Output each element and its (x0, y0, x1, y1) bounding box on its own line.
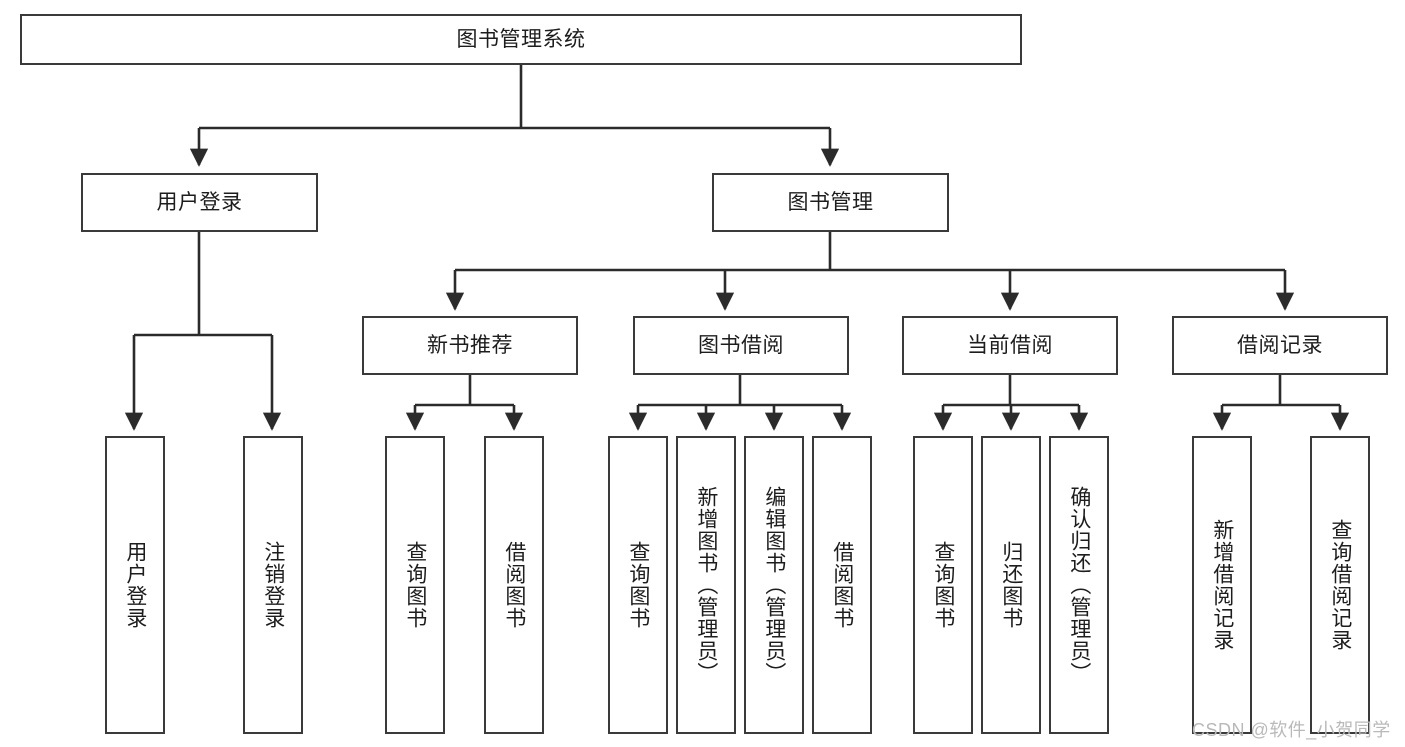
leaf-label: 确认归还（管理员） (1067, 486, 1091, 684)
leaf-label: 编辑图书（管理员） (762, 486, 786, 684)
leaf-borrow-edit-book-admin[interactable]: 编辑图书（管理员） (744, 436, 804, 734)
leaf-current-confirm-return-admin[interactable]: 确认归还（管理员） (1049, 436, 1109, 734)
leaf-current-return-book[interactable]: 归还图书 (981, 436, 1041, 734)
csdn-watermark: CSDN @软件_小贺同学 (1192, 720, 1391, 740)
node-root-system[interactable]: 图书管理系统 (20, 14, 1022, 65)
leaf-borrow-borrow-book[interactable]: 借阅图书 (812, 436, 872, 734)
node-book-borrow-label: 图书借阅 (698, 333, 784, 357)
leaf-label: 归还图书 (999, 541, 1023, 629)
leaf-borrow-add-book-admin[interactable]: 新增图书（管理员） (676, 436, 736, 734)
node-borrow-record[interactable]: 借阅记录 (1172, 316, 1388, 375)
leaf-borrow-query-book[interactable]: 查询图书 (608, 436, 668, 734)
node-new-book-recommend-label: 新书推荐 (427, 333, 513, 357)
leaf-label: 查询图书 (403, 541, 427, 629)
node-current-borrow-label: 当前借阅 (967, 333, 1053, 357)
leaf-user-login-logout[interactable]: 注销登录 (243, 436, 303, 734)
node-book-management-label: 图书管理 (787, 190, 874, 214)
node-current-borrow[interactable]: 当前借阅 (902, 316, 1118, 375)
leaf-new-book-borrow[interactable]: 借阅图书 (484, 436, 544, 734)
node-borrow-record-label: 借阅记录 (1237, 333, 1323, 357)
node-book-borrow[interactable]: 图书借阅 (633, 316, 849, 375)
leaf-record-add[interactable]: 新增借阅记录 (1192, 436, 1252, 734)
leaf-label: 新增借阅记录 (1210, 519, 1234, 651)
leaf-record-query[interactable]: 查询借阅记录 (1310, 436, 1370, 734)
node-user-login-label: 用户登录 (156, 190, 243, 214)
leaf-new-book-query[interactable]: 查询图书 (385, 436, 445, 734)
leaf-label: 新增图书（管理员） (694, 486, 718, 684)
node-book-management[interactable]: 图书管理 (712, 173, 949, 232)
node-root-system-label: 图书管理系统 (456, 27, 586, 51)
node-user-login[interactable]: 用户登录 (81, 173, 318, 232)
node-new-book-recommend[interactable]: 新书推荐 (362, 316, 578, 375)
leaf-current-query-book[interactable]: 查询图书 (913, 436, 973, 734)
leaf-label: 借阅图书 (830, 541, 854, 629)
leaf-label: 查询借阅记录 (1328, 519, 1352, 651)
leaf-label: 注销登录 (261, 541, 285, 629)
leaf-label: 借阅图书 (502, 541, 526, 629)
leaf-label: 查询图书 (931, 541, 955, 629)
leaf-label: 查询图书 (626, 541, 650, 629)
leaf-user-login-login[interactable]: 用户登录 (105, 436, 165, 734)
leaf-label: 用户登录 (123, 541, 147, 629)
